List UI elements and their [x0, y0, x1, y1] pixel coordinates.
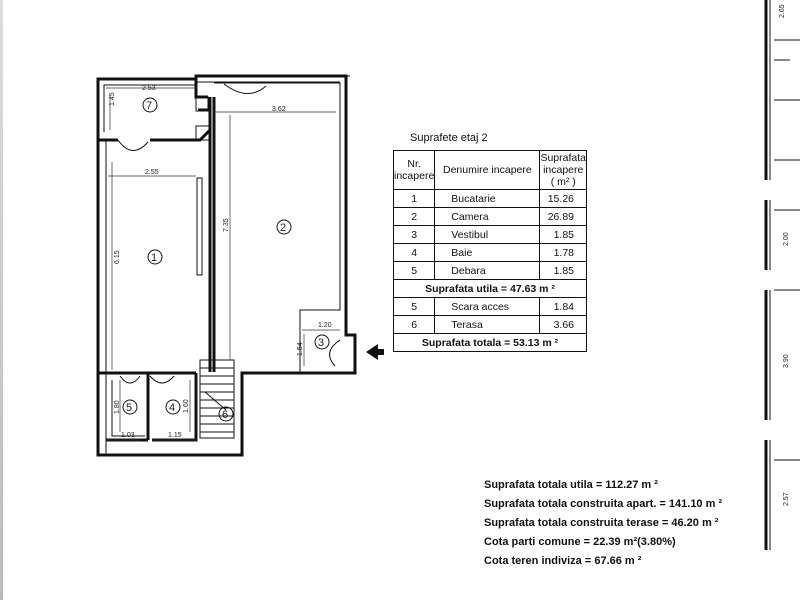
dim-right-4: 2.57	[783, 492, 790, 506]
entrance-arrow-icon	[366, 344, 384, 360]
scan-edge	[0, 0, 3, 600]
dim-vestibule-length: 1.54	[297, 342, 304, 356]
svg-text:1: 1	[151, 252, 157, 264]
room-label-1: 1	[147, 249, 163, 265]
stairs	[199, 359, 235, 439]
summary-useful-total: Suprafata totala utila = 112.27 m ²	[484, 479, 658, 491]
useful-total-row: Suprafata utila = 47.63 m ²	[393, 279, 587, 298]
room-label-5: 5	[122, 399, 138, 415]
table-row: 6 Terasa 3.66	[392, 315, 587, 334]
summary-block: Suprafata totala utila = 112.27 m ² Supr…	[484, 476, 722, 571]
svg-text:6: 6	[222, 409, 228, 421]
dim-room2-length: 7.35	[223, 218, 230, 232]
header-name: Denumire incapere	[434, 150, 541, 190]
header-area: Suprafata incapere ( m² )	[539, 150, 587, 190]
summary-built-apartment: Suprafata totala construita apart. = 141…	[484, 498, 723, 510]
table-row: 5 Debara 1.85	[392, 261, 587, 280]
dim-storage-length: 1.80	[114, 400, 121, 414]
dim-right-2: 2.00	[783, 232, 790, 246]
kitchen-top-wall	[98, 108, 212, 142]
dim-vestibule-width: 1.20	[318, 322, 332, 329]
dim-bath-length: 1.60	[183, 399, 190, 413]
column	[195, 96, 209, 112]
terrace-inner	[103, 84, 196, 132]
room-label-2: 2	[276, 219, 292, 235]
partition-wall	[208, 97, 216, 372]
summary-common-share: Cota parti comune = 22.39 m²(3.80%)	[484, 536, 676, 548]
dim-bath-width: 1.15	[168, 432, 182, 439]
svg-text:3: 3	[318, 337, 324, 349]
table-header: Nr. incapere Denumire incapere Suprafata…	[392, 150, 587, 190]
table-row: 5 Scara acces 1.84	[392, 297, 587, 316]
outer-wall	[96, 74, 357, 457]
door-arc	[149, 375, 175, 384]
door-arc	[117, 139, 149, 151]
column	[195, 125, 211, 141]
room-label-3: 3	[314, 334, 330, 350]
door-arc	[119, 375, 141, 384]
table-row: 4 Baie 1.78	[392, 243, 587, 262]
table-row: 1 Bucatarie 15.26	[392, 189, 587, 208]
svg-text:5: 5	[126, 402, 132, 414]
grand-total: Suprafata totala = 53.13 m ²	[393, 333, 587, 352]
counter	[196, 177, 203, 276]
dim-kitchen-length: 6.15	[114, 250, 121, 264]
dim-terrace-width: 2.53	[142, 85, 156, 92]
dim-terrace-depth: 1.45	[109, 92, 116, 106]
summary-land-share: Cota teren indiviza = 67.66 m ²	[484, 555, 642, 567]
room-label-4: 4	[165, 399, 181, 415]
dimension-line	[106, 87, 340, 441]
svg-text:2: 2	[280, 222, 286, 234]
svg-text:4: 4	[169, 402, 175, 414]
room-label-7: 7	[142, 97, 158, 113]
svg-text:7: 7	[146, 100, 152, 112]
adjacent-plan: 2.65 2.00 3.90 2.57	[764, 0, 800, 550]
room2-inner	[214, 82, 341, 372]
header-nr: Nr. incapere	[392, 150, 436, 190]
door-arc	[329, 339, 341, 367]
dim-kitchen-width: 2.55	[145, 169, 159, 176]
grand-total-row: Suprafata totala = 53.13 m ²	[393, 333, 587, 352]
useful-total: Suprafata utila = 47.63 m ²	[393, 279, 587, 298]
table-title: Suprafete etaj 2	[410, 132, 488, 144]
bath-inner	[111, 380, 145, 437]
table-row: 2 Camera 26.89	[392, 207, 587, 226]
table-row: 3 Vestibul 1.85	[392, 225, 587, 244]
top-beam	[196, 75, 350, 83]
dim-right-1: 2.65	[779, 4, 786, 18]
dim-storage-width: 1.03	[121, 432, 135, 439]
room-label-6: 6	[218, 406, 234, 422]
summary-built-terraces: Suprafata totala construita terase = 46.…	[484, 517, 719, 529]
room-area-table: Nr. incapere Denumire incapere Suprafata…	[392, 150, 587, 352]
dim-room2-width: 3.62	[272, 106, 286, 113]
dim-right-3: 3.90	[783, 354, 790, 368]
terrace-wall	[96, 77, 196, 132]
door-arc	[223, 83, 267, 94]
storage-bath-walls	[98, 371, 198, 442]
